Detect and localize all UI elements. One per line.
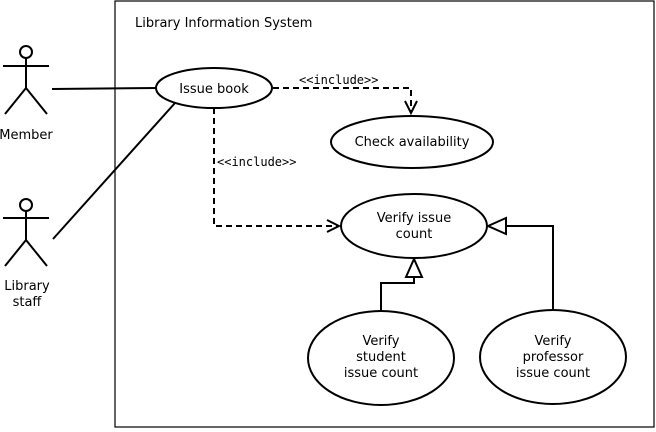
use-case-issue-book[interactable]: Issue book [155, 67, 273, 109]
use-case-verify-professor-issue-count[interactable]: Verify professor issue count [479, 309, 627, 405]
generalization-arrowhead-professor [485, 216, 507, 236]
use-case-verify-professor-label-line1: Verify [535, 334, 572, 349]
actor-library-staff-label-line1: Library [4, 279, 50, 294]
include-arrowhead-verify-issue [326, 219, 342, 233]
association-staff-issue-book [52, 102, 176, 240]
use-case-verify-issue-count-label-line1: Verify issue [377, 211, 451, 226]
include-edge-check-availability [273, 87, 412, 113]
use-case-verify-student-label-line2: student [356, 350, 406, 365]
generalization-arrowhead-student [404, 256, 424, 278]
actor-member-label: Member [0, 128, 53, 143]
actor-library-staff[interactable] [3, 198, 49, 267]
use-case-check-availability[interactable]: Check availability [330, 115, 494, 169]
include-edge-verify-issue [213, 108, 339, 227]
include-arrowhead-check-availability [404, 100, 418, 116]
use-case-check-availability-label: Check availability [355, 135, 470, 150]
use-case-verify-student-label-line3: issue count [344, 366, 418, 381]
generalization-edge-student [380, 277, 415, 311]
include-label-verify-issue: <<include>> [217, 155, 296, 169]
generalization-edge-professor [506, 225, 554, 309]
use-case-verify-student-label-line1: Verify [363, 334, 400, 349]
use-case-verify-issue-count[interactable]: Verify issue count [340, 193, 488, 259]
actor-member[interactable] [3, 45, 49, 115]
use-case-verify-professor-label-line2: professor [523, 350, 584, 365]
use-case-verify-professor-label-line3: issue count [516, 366, 590, 381]
include-label-check-availability: <<include>> [299, 73, 378, 87]
actor-library-staff-label-line2: staff [13, 295, 43, 310]
use-case-verify-student-issue-count[interactable]: Verify student issue count [307, 310, 455, 406]
association-member-issue-book [51, 87, 158, 90]
use-case-verify-issue-count-label-line2: count [396, 227, 433, 242]
use-case-issue-book-label: Issue book [179, 82, 249, 97]
system-title: Library Information System [135, 16, 312, 31]
